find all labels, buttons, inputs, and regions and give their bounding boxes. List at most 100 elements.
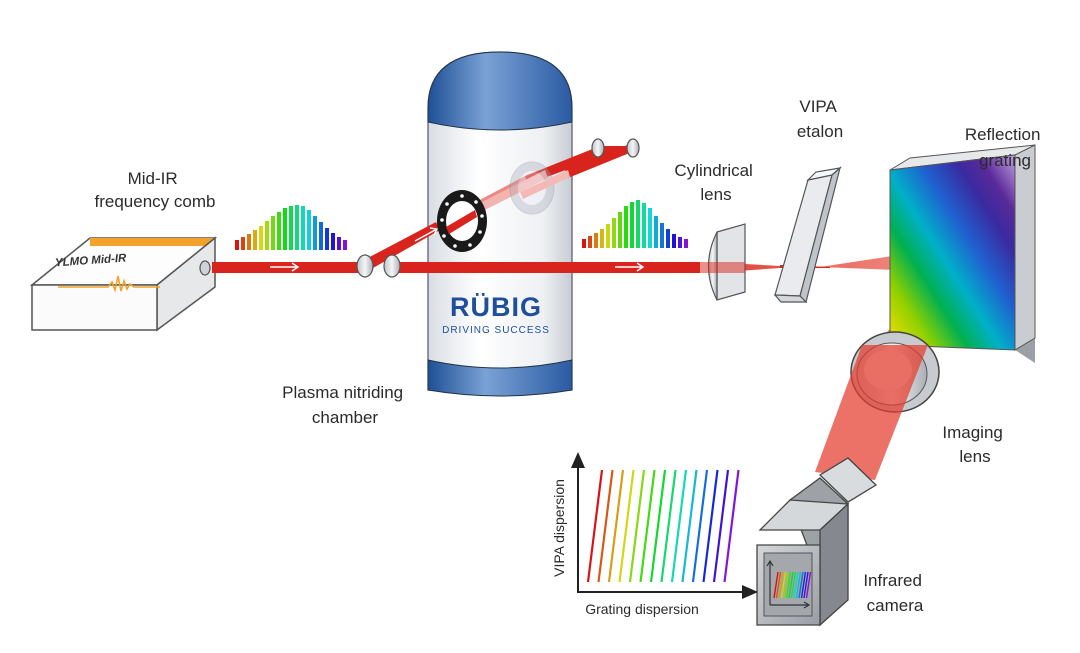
comb-spectrum-left — [235, 205, 347, 250]
dispersion-stripe — [780, 571, 787, 599]
spectrum-bar — [582, 239, 586, 248]
spectrum-bar — [588, 236, 592, 248]
routing-mirrors — [356, 138, 640, 278]
spectrum-bar — [253, 230, 257, 250]
spectrum-bar — [612, 218, 616, 248]
spectrum-bar — [325, 228, 329, 250]
spectrum-bar — [319, 222, 323, 250]
dispersion-stripe — [775, 571, 782, 599]
camera-label: Infrared camera — [863, 571, 926, 615]
dispersion-inset-plot: VIPA dispersion Grating dispersion — [551, 452, 758, 617]
dispersion-stripe — [702, 469, 719, 583]
spectrum-bar — [648, 208, 652, 248]
sensor-axes-icon — [766, 559, 811, 609]
spectrum-bar — [247, 234, 251, 250]
brand-tagline: DRIVING SUCCESS — [442, 325, 550, 336]
spectrum-bar — [678, 237, 682, 248]
comb-spectrum-right — [582, 200, 688, 248]
output-port-icon — [199, 260, 211, 276]
spectrum-bar — [265, 221, 269, 250]
dispersion-stripe — [649, 469, 667, 583]
spectrum-bar — [636, 200, 640, 248]
spectrum-bar — [606, 224, 610, 248]
dispersion-stripe — [773, 571, 779, 599]
dispersion-stripe — [691, 469, 709, 583]
vipa-etalon — [773, 166, 842, 304]
spectrum-bar — [666, 229, 670, 248]
dispersion-stripe — [788, 571, 794, 599]
dispersion-stripe — [681, 469, 698, 583]
dispersion-stripe — [660, 469, 677, 583]
vipa-etalon-label: VIPA etalon — [797, 97, 843, 141]
inset-x-label: Grating dispersion — [585, 601, 699, 617]
plasma-nitriding-chamber: RÜBIG DRIVING SUCCESS — [427, 51, 573, 397]
spectrum-bar — [283, 208, 287, 250]
cylindrical-lens — [700, 223, 746, 301]
dispersion-stripe — [723, 469, 740, 583]
inset-y-label: VIPA dispersion — [551, 479, 567, 577]
spectrum-bar — [624, 206, 628, 248]
reflection-grating-label: Reflection grating — [965, 125, 1045, 170]
dispersion-stripe — [785, 571, 792, 599]
sensor-pattern — [773, 571, 812, 599]
spectrum-bar — [660, 223, 664, 248]
dispersion-stripe — [712, 469, 730, 583]
spectrum-bar — [295, 205, 299, 250]
infrared-camera — [756, 457, 878, 627]
spectrum-bar — [301, 206, 305, 250]
spectrum-bar — [235, 240, 239, 250]
internal-beam-segment — [520, 170, 570, 199]
dispersion-stripe — [798, 571, 804, 599]
device-label: YLMO Mid-IR — [55, 252, 128, 269]
dispersion-stripe — [586, 469, 604, 583]
dispersion-stripe — [607, 469, 625, 583]
dispersion-stripe — [639, 469, 656, 583]
dispersion-stripe — [805, 571, 812, 599]
inset-y-arrow — [571, 452, 585, 468]
spectrum-bar — [271, 216, 275, 250]
spectrum-bar — [289, 206, 293, 250]
spectrum-bar — [277, 212, 281, 250]
chamber-label: Plasma nitriding chamber — [282, 383, 408, 427]
dispersion-stripe — [778, 571, 784, 599]
dispersion-stripe — [790, 571, 797, 599]
spectrum-bar — [642, 203, 646, 248]
spectrum-bar — [241, 237, 245, 250]
cylindrical-lens-label: Cylindrical lens — [674, 161, 757, 204]
dispersion-stripe — [628, 469, 646, 583]
spectrum-bar — [672, 234, 676, 248]
dispersion-stripe — [803, 571, 809, 599]
reflection-grating — [889, 144, 1036, 363]
spectrum-bar — [331, 233, 335, 250]
dispersion-stripe — [618, 469, 635, 583]
dispersion-stripe — [597, 469, 614, 583]
spectrum-bar — [600, 229, 604, 248]
comb-label: Mid-IR frequency comb — [95, 169, 216, 211]
spectrum-bar — [307, 210, 311, 250]
brand-logo: RÜBIG — [450, 292, 542, 322]
frequency-comb-source: YLMO Mid-IR — [29, 236, 218, 332]
imaging-lens-label: Imaging lens — [942, 423, 1007, 466]
dispersion-stripe — [795, 571, 802, 599]
beam-direction-arrows — [270, 227, 645, 272]
spectrum-bar — [684, 239, 688, 248]
inset-x-arrow — [742, 585, 758, 599]
spectrum-bar — [343, 240, 347, 250]
dispersion-stripe — [800, 571, 807, 599]
dispersion-stripe — [783, 571, 789, 599]
spectrum-bar — [630, 202, 634, 248]
device-spectrum-trace — [58, 275, 160, 293]
imaging-to-camera-beam — [815, 345, 928, 480]
inset-stripe-pattern — [586, 469, 740, 583]
spectrum-bar — [313, 216, 317, 250]
spectrum-bar — [594, 233, 598, 248]
dispersion-stripe — [670, 469, 688, 583]
spectrum-bar — [654, 216, 658, 248]
spectrum-bar — [618, 212, 622, 248]
spectrum-bar — [259, 226, 263, 250]
spectrum-bar — [337, 237, 341, 250]
chamber-window-flange — [437, 190, 487, 252]
inset-axes — [577, 465, 745, 593]
dispersion-stripe — [793, 571, 799, 599]
